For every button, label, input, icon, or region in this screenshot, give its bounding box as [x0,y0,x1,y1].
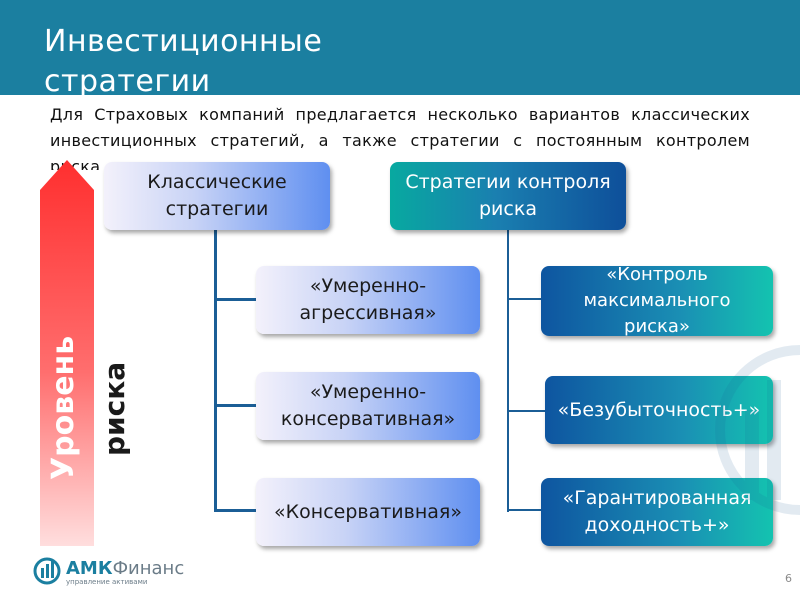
risk-level-label: Уровень риска [38,220,138,520]
page-number: 6 [785,572,792,585]
risk-label-line2: риска [98,361,131,456]
strategy-label: «Безубыточность+» [557,398,761,421]
classic-connector-3 [214,509,256,512]
strategy-label: «Умеренно-консервативная» [280,381,456,430]
logo-icon [33,557,61,585]
classic-strategies-header: Классические стратегии [104,162,330,230]
risk-control-header-label: Стратегии контроля риска [405,171,611,220]
risk-connector-1 [507,298,541,300]
strategy-label: «Гарантированная доходность+» [562,487,752,536]
intro-text: Для Страховых компаний предлагается неск… [50,105,750,170]
title-bar: Инвестиционные стратегии [0,0,800,95]
classic-connector-1 [214,298,256,301]
classic-connector-2 [214,404,256,407]
classic-header-label: Классические стратегии [147,171,287,220]
strategy-conservative: «Консервативная» [256,478,480,546]
risk-control-header: Стратегии контроля риска [390,162,626,230]
risk-connector-2 [507,410,545,412]
strategy-max-risk-control: «Контроль максимального риска» [541,264,773,337]
risk-connector-vertical [507,230,509,512]
classic-connector-vertical [214,230,217,512]
company-logo: АМКФинанс управление активами [32,556,202,590]
strategy-breakeven-plus: «Безубыточность+» [545,376,773,444]
risk-arrow [40,160,94,546]
slide-title: Инвестиционные стратегии [44,24,323,95]
watermark-graphic [715,345,800,515]
strategy-moderate-conservative: «Умеренно-консервативная» [256,372,480,440]
logo-tagline: управление активами [66,578,148,586]
risk-connector-3 [507,509,541,511]
logo-brand-light: Финанс [112,558,185,579]
logo-brand-bold: АМК [66,558,113,579]
strategy-label: «Контроль максимального риска» [583,264,731,337]
strategy-label: «Умеренно-агрессивная» [299,275,437,324]
strategy-moderate-aggressive: «Умеренно-агрессивная» [256,266,480,334]
strategy-label: «Консервативная» [274,500,462,523]
risk-label-line1: Уровень [46,335,81,480]
strategy-guaranteed-return-plus: «Гарантированная доходность+» [541,478,773,546]
